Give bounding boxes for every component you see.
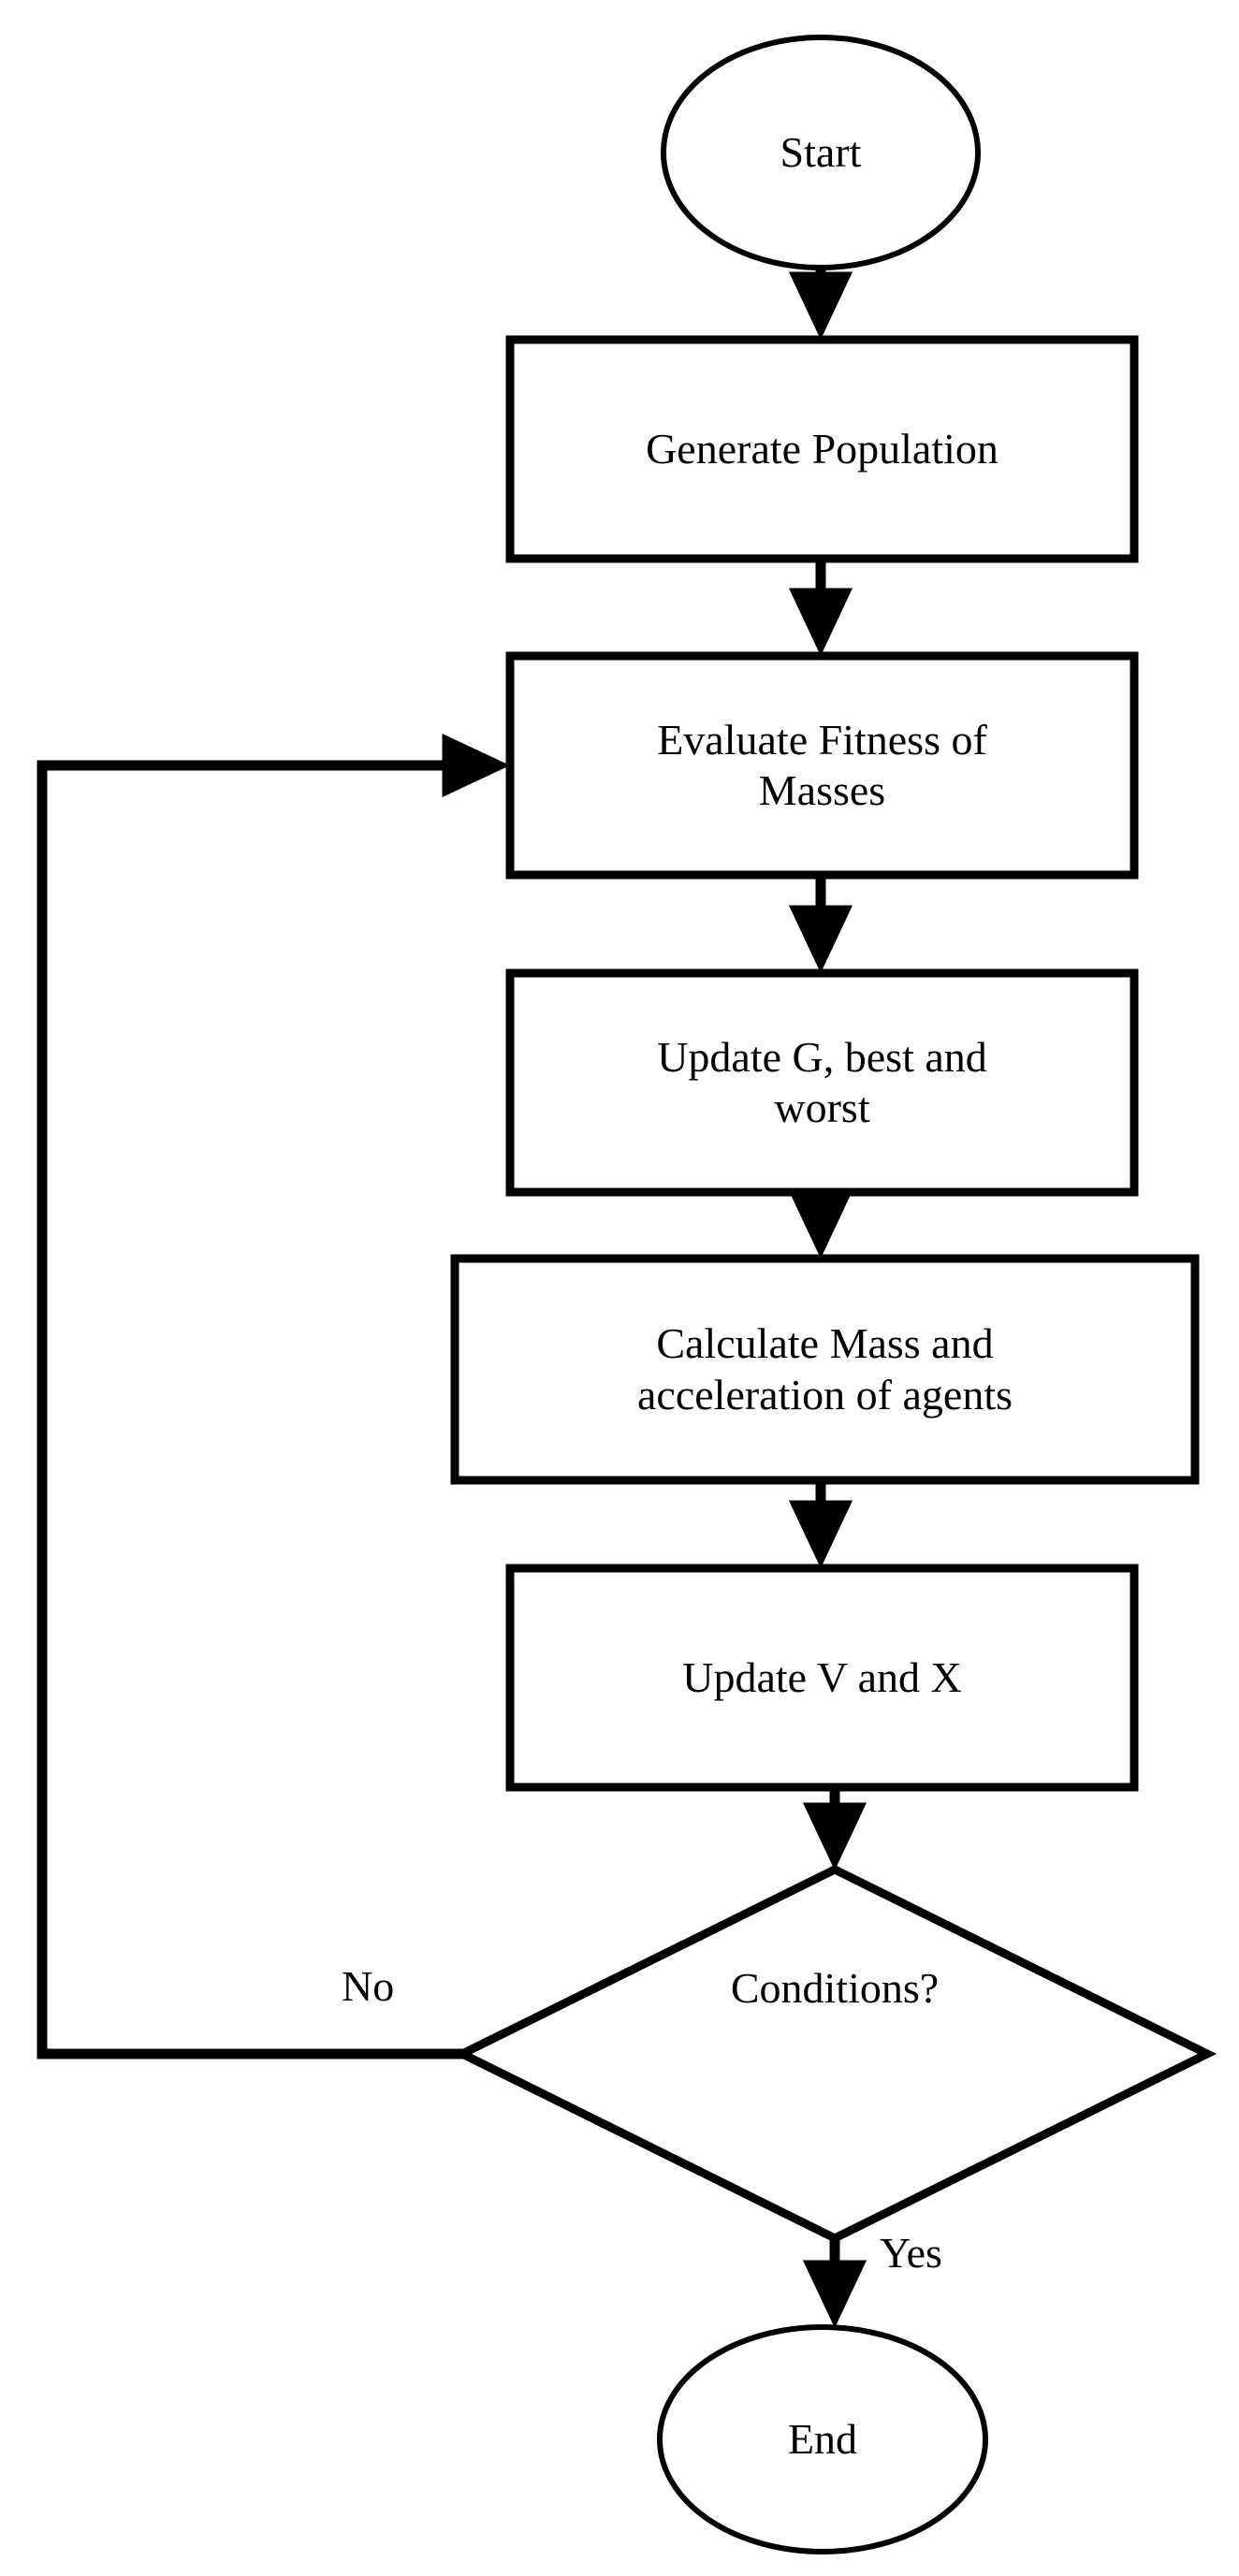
node-end-shape[interactable] [657, 2324, 988, 2554]
node-update-v-x-shape[interactable] [505, 1564, 1139, 1792]
edge-label-no: No [342, 1962, 395, 2010]
node-calculate-mass-acceleration-shape[interactable] [450, 1254, 1200, 1485]
edge-conditions-no-loop [36, 733, 510, 2059]
node-start-shape[interactable] [661, 35, 981, 270]
node-conditions-shape[interactable] [452, 1864, 1217, 2244]
node-update-g-best-worst-shape[interactable] [505, 968, 1139, 1197]
node-generate-population-shape[interactable] [505, 335, 1139, 563]
node-evaluate-fitness-shape[interactable] [505, 651, 1139, 880]
edge-label-yes: Yes [880, 2229, 942, 2277]
